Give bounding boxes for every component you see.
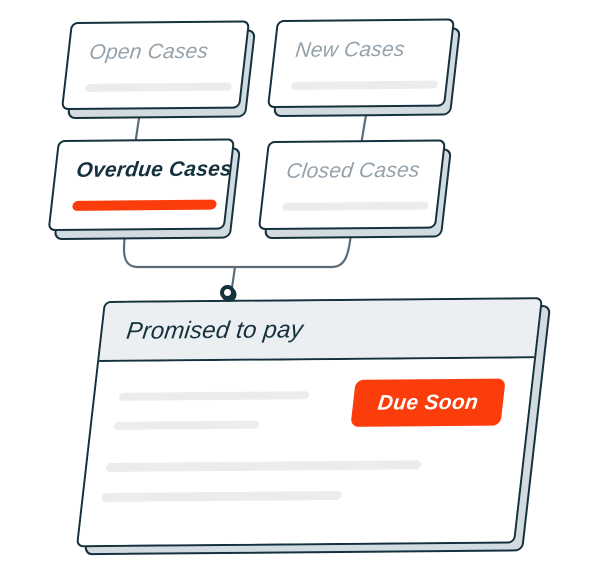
case-card-open[interactable]: Open Cases	[60, 20, 256, 120]
card-label: Closed Cases	[285, 158, 421, 183]
active-indicator-line	[71, 199, 218, 211]
due-soon-badge-label: Due Soon	[376, 390, 480, 415]
detail-card-header: Promised to pay	[99, 299, 541, 363]
connector-node-circle	[220, 285, 235, 300]
detail-card-promised-to-pay: Promised to pay Due Soon	[75, 297, 552, 556]
placeholder-line	[85, 82, 232, 92]
case-card-overdue[interactable]: Overdue Cases	[47, 138, 241, 241]
placeholder-line	[113, 420, 260, 430]
placeholder-line	[118, 391, 310, 401]
card-face: Promised to pay Due Soon	[75, 297, 543, 548]
card-face: Closed Cases	[257, 139, 446, 231]
case-card-new[interactable]: New Cases	[266, 18, 461, 118]
placeholder-line	[101, 490, 343, 503]
placeholder-line	[105, 460, 422, 472]
card-face: New Cases	[266, 18, 455, 109]
card-label: Open Cases	[88, 39, 210, 64]
card-face: Open Cases	[60, 20, 250, 111]
due-soon-badge: Due Soon	[350, 378, 506, 427]
card-face: Overdue Cases	[47, 138, 235, 232]
case-card-closed[interactable]: Closed Cases	[257, 139, 452, 240]
placeholder-line	[282, 201, 429, 211]
placeholder-line	[291, 80, 438, 90]
detail-card-title: Promised to pay	[125, 315, 305, 345]
detail-card-body: Due Soon	[78, 358, 535, 546]
card-label: Overdue Cases	[75, 157, 234, 182]
card-label: New Cases	[294, 37, 406, 62]
